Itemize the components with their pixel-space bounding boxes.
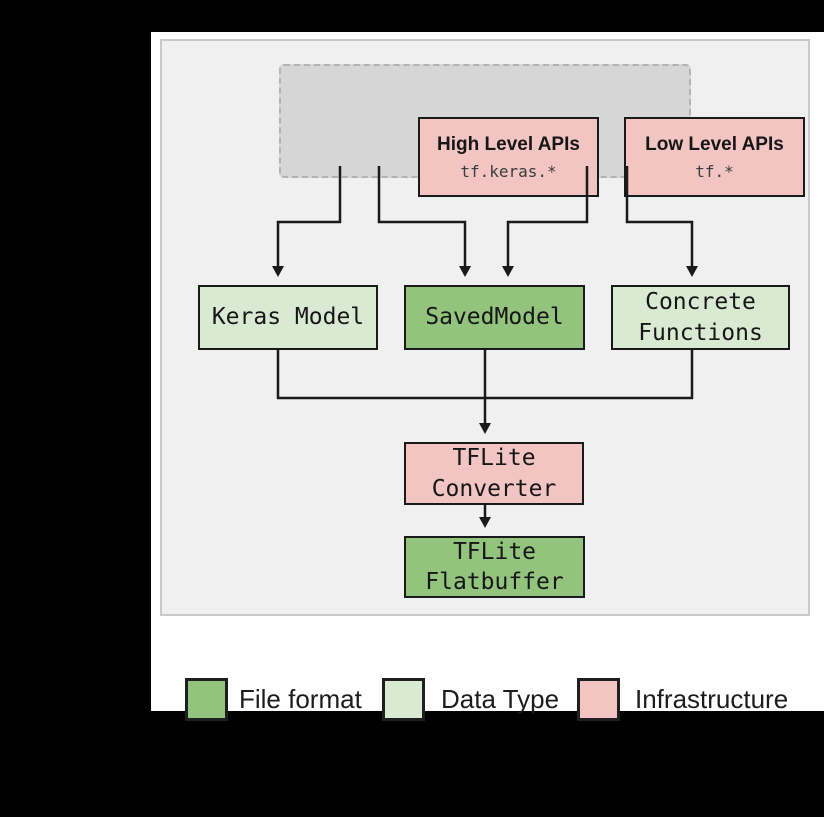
- saved-model-label: SavedModel: [425, 304, 564, 331]
- node-tflite-converter: TFLite Converter: [404, 442, 584, 505]
- legend-label-infrastructure: Infrastructure: [635, 684, 789, 714]
- high-level-apis-subtitle: tf.keras.*: [460, 161, 557, 181]
- diagram-sheet: High Level APIs tf.keras.* Low Level API…: [151, 32, 824, 721]
- keras-model-label: Keras Model: [211, 304, 365, 331]
- node-tflite-flatbuffer: TFLite Flatbuffer: [404, 536, 585, 598]
- low-level-apis-subtitle: tf.*: [695, 161, 734, 181]
- tensorflow-api-group: High Level APIs tf.keras.* Low Level API…: [279, 64, 805, 197]
- diagram-panel: High Level APIs tf.keras.* Low Level API…: [160, 39, 810, 616]
- node-low-level-apis: Low Level APIs tf.*: [624, 117, 805, 197]
- legend-label-data-type: Data Type: [441, 684, 560, 714]
- node-high-level-apis: High Level APIs tf.keras.*: [418, 117, 599, 197]
- low-level-apis-title: Low Level APIs: [645, 134, 784, 156]
- node-keras-model: Keras Model: [198, 285, 378, 350]
- legend-swatch-file-format: [185, 678, 228, 721]
- high-level-apis-title: High Level APIs: [437, 134, 580, 156]
- tflite-flatbuffer-label: TFLite Flatbuffer: [425, 538, 564, 595]
- legend-label-file-format: File format: [239, 684, 362, 714]
- node-concrete-functions: Concrete Functions: [611, 285, 790, 350]
- tflite-converter-label: TFLite Converter: [431, 445, 557, 502]
- node-saved-model: SavedModel: [404, 285, 585, 350]
- legend: File format Data Type Infrastructure: [151, 646, 824, 721]
- legend-swatch-infrastructure: [577, 678, 620, 721]
- concrete-functions-label: Concrete Functions: [638, 289, 763, 346]
- legend-swatch-data-type: [382, 678, 425, 721]
